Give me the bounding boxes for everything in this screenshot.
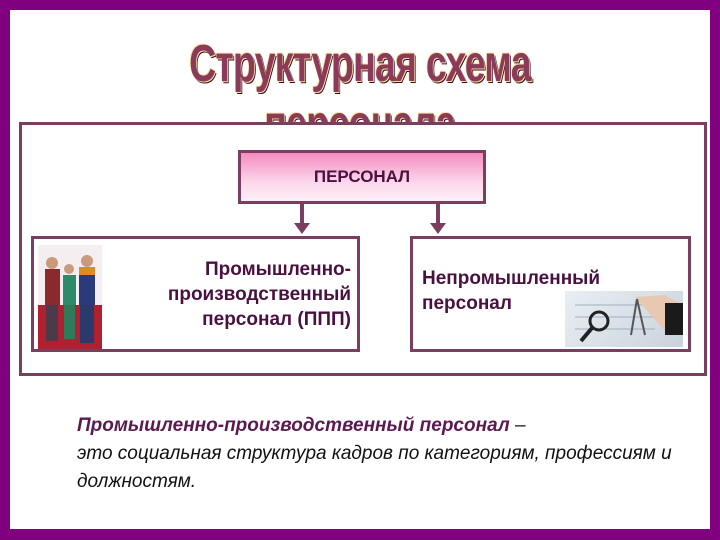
- magnifier-photo-icon: [565, 291, 683, 347]
- definition-body: это социальная структура кадров по катег…: [77, 443, 672, 492]
- arrow-down-icon: [430, 204, 446, 234]
- node-label: Промышленно- производственный персонал (…: [167, 259, 351, 330]
- definition-term: Промышленно-производственный персонал: [77, 415, 510, 436]
- definition-text: Промышленно-производственный персонал – …: [77, 412, 687, 496]
- arrow-down-icon: [294, 204, 310, 234]
- node-industrial-personnel: Промышленно- производственный персонал (…: [31, 236, 360, 352]
- node-label: Непромышленный персонал: [422, 268, 601, 314]
- root-node-label: ПЕРСОНАЛ: [313, 167, 411, 186]
- node-non-industrial-personnel: Непромышленный персонал: [410, 236, 691, 352]
- slide: Структурная схема персонала ПЕРСОНАЛ Про: [10, 10, 710, 529]
- definition-dash: –: [509, 415, 526, 436]
- workers-photo-icon: [38, 245, 102, 349]
- root-node-personnel: ПЕРСОНАЛ: [238, 150, 486, 204]
